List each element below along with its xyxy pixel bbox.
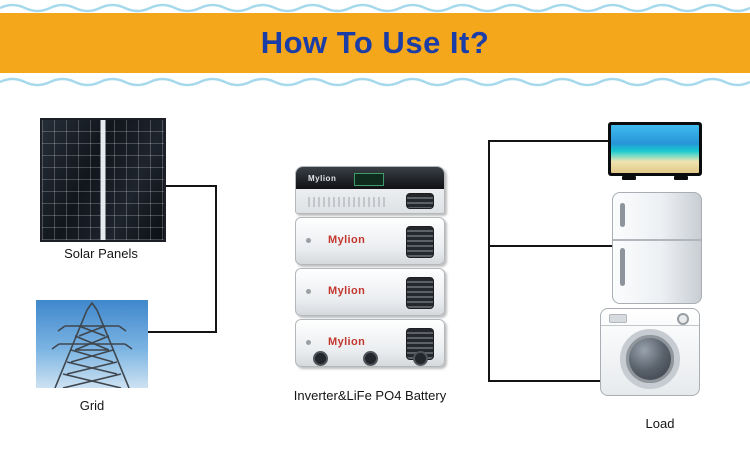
caster-wheel bbox=[413, 351, 428, 366]
washer-knob bbox=[677, 313, 689, 325]
caster-wheel bbox=[313, 351, 328, 366]
tv-frame bbox=[608, 122, 702, 176]
screw bbox=[306, 340, 311, 345]
title-banner: How To Use It? bbox=[0, 13, 750, 73]
page-title: How To Use It? bbox=[260, 25, 490, 60]
brand-logo: Mylion bbox=[308, 174, 337, 183]
fridge-handle-bottom bbox=[620, 248, 625, 287]
caster-wheel bbox=[363, 351, 378, 366]
tv-screen bbox=[611, 125, 699, 173]
washer-panel-line bbox=[601, 325, 699, 326]
connector-grid-horizontal bbox=[148, 331, 217, 333]
screw bbox=[306, 238, 311, 243]
battery-vent bbox=[406, 226, 434, 258]
battery-module: Mylion bbox=[295, 268, 445, 316]
battery-vent bbox=[406, 277, 434, 309]
connector-fridge-horizontal bbox=[488, 245, 612, 247]
washer-detergent-drawer bbox=[609, 314, 627, 323]
screw bbox=[306, 289, 311, 294]
tv-image bbox=[608, 122, 702, 180]
connector-right-vertical bbox=[488, 140, 490, 382]
washer-door bbox=[620, 329, 680, 389]
inverter-top-panel: Mylion bbox=[296, 167, 444, 189]
inverter-unit: Mylion bbox=[295, 166, 445, 214]
grid-label: Grid bbox=[79, 398, 105, 413]
washing-machine-image bbox=[600, 308, 700, 396]
battery-module: Mylion bbox=[295, 217, 445, 265]
power-grid-image bbox=[36, 300, 148, 388]
brand-logo: Mylion bbox=[328, 285, 366, 297]
battery-stack-image: Mylion Mylion Mylion Mylion bbox=[295, 166, 445, 367]
load-label: Load bbox=[645, 416, 675, 431]
tv-foot bbox=[674, 176, 688, 180]
brand-logo: Mylion bbox=[328, 234, 366, 246]
inverter-display bbox=[354, 173, 384, 186]
transmission-tower-icon bbox=[51, 301, 133, 388]
wavy-line-bottom bbox=[0, 77, 750, 87]
inverter-vents bbox=[308, 197, 386, 207]
fridge-door-divider bbox=[613, 239, 701, 242]
refrigerator-image bbox=[612, 192, 702, 304]
connector-tv-horizontal bbox=[488, 140, 608, 142]
brand-logo: Mylion bbox=[328, 336, 366, 348]
fridge-handle-top bbox=[620, 203, 625, 227]
connector-left-vertical bbox=[215, 185, 217, 333]
tv-foot bbox=[622, 176, 636, 180]
wavy-line-top bbox=[0, 3, 750, 13]
inverter-side-vent bbox=[406, 193, 434, 209]
solar-panels-label: Solar Panels bbox=[64, 246, 138, 261]
connector-solar-horizontal bbox=[162, 185, 217, 187]
connector-washer-horizontal bbox=[488, 380, 602, 382]
battery-label: Inverter&LiFe PO4 Battery bbox=[293, 388, 447, 403]
solar-panels-image bbox=[40, 118, 166, 242]
